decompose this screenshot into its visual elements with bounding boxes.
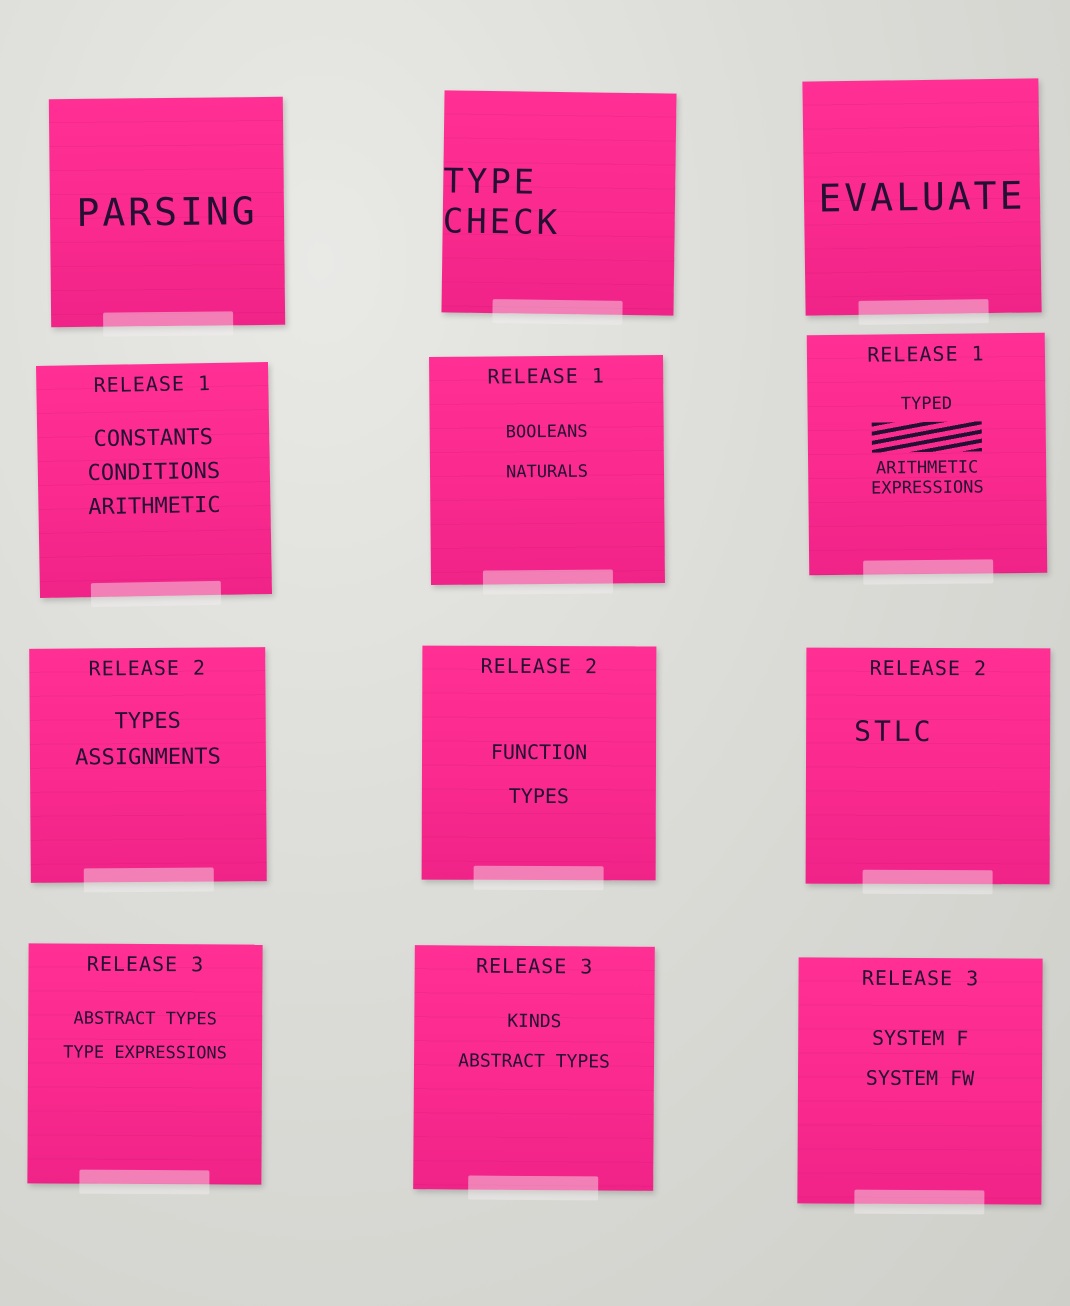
sticky-note-evaluate-release-2: RELEASE 2 STLC (805, 647, 1051, 895)
release-label: RELEASE 2 (88, 655, 207, 681)
list-item: ASSIGNMENTS (75, 744, 221, 771)
column-title: PARSING (76, 189, 258, 235)
sticky-note-parsing-release-3: RELEASE 3 ABSTRACT TYPES TYPE EXPRESSION… (27, 943, 263, 1195)
tape-strip (482, 569, 614, 595)
tape-strip (858, 299, 989, 325)
list-item: TYPES (114, 708, 181, 735)
list-item: TYPED (900, 393, 953, 415)
sticky-note-typecheck-release-2: RELEASE 2 FUNCTION TYPES (421, 645, 657, 891)
list-item: CONDITIONS (87, 458, 221, 487)
list-item: ARITHMETIC EXPRESSIONS (870, 457, 984, 499)
tape-strip (103, 311, 234, 337)
release-label: RELEASE 3 (475, 953, 594, 979)
sticky-note-parsing-release-2: RELEASE 2 TYPES ASSIGNMENTS (29, 647, 267, 893)
tape-strip (863, 559, 994, 585)
list-item: NATURALS (505, 461, 589, 483)
item-list: FUNCTION TYPES (422, 730, 656, 819)
item-list: KINDS ABSTRACT TYPES (414, 1001, 655, 1083)
list-item: SYSTEM F (871, 1025, 969, 1051)
sticky-note-evaluate-release-3: RELEASE 3 SYSTEM F SYSTEM FW (797, 957, 1043, 1215)
item-list: ABSTRACT TYPES TYPE EXPRESSIONS (28, 1001, 262, 1070)
list-item: ARITHMETIC (88, 492, 221, 521)
tape-strip (473, 865, 604, 891)
tape-strip (468, 1175, 599, 1201)
item-list: STLC (806, 712, 1050, 753)
release-label: RELEASE 2 (480, 653, 599, 679)
sticky-note-parsing-release-1: RELEASE 1 CONSTANTS CONDITIONS ARITHMETI… (35, 361, 273, 608)
item-list: SYSTEM F SYSTEM FW (798, 1017, 1042, 1098)
scribbled-out-word (871, 421, 982, 453)
release-label: RELEASE 2 (869, 655, 988, 681)
release-label: RELEASE 3 (86, 951, 205, 977)
list-item: ABSTRACT TYPES (458, 1050, 610, 1073)
list-item: TYPES (508, 783, 570, 809)
list-item: SYSTEM FW (865, 1065, 975, 1091)
tape-strip (90, 580, 222, 608)
release-label: RELEASE 1 (487, 363, 605, 389)
list-item: FUNCTION (490, 739, 588, 765)
column-title: TYPE CHECK (442, 161, 561, 244)
tape-strip (83, 867, 214, 893)
tape-strip (492, 299, 623, 325)
list-item: ABSTRACT TYPES (73, 1008, 217, 1030)
list-item: CONSTANTS (93, 424, 214, 453)
sticky-note-typecheck-title: TYPE CHECK (441, 90, 677, 325)
list-item: BOOLEANS (505, 421, 588, 443)
release-label: RELEASE 1 (867, 341, 985, 367)
list-item: KINDS (507, 1010, 562, 1033)
tape-strip (854, 1189, 985, 1215)
release-label: RELEASE 3 (861, 965, 980, 991)
list-item: TYPE EXPRESSIONS (63, 1042, 227, 1064)
tape-strip (79, 1169, 210, 1195)
item-list: TYPED ARITHMETIC EXPRESSIONS (807, 391, 1046, 499)
release-label: RELEASE 1 (93, 370, 212, 398)
sticky-note-parsing-title: PARSING (48, 96, 286, 337)
sticky-note-evaluate-release-1: RELEASE 1 TYPED ARITHMETIC EXPRESSIONS (806, 332, 1048, 585)
sticky-note-typecheck-release-3: RELEASE 3 KINDS ABSTRACT TYPES (413, 945, 655, 1201)
sticky-note-typecheck-release-1: RELEASE 1 BOOLEANS NATURALS (429, 354, 665, 595)
item-list: CONSTANTS CONDITIONS ARITHMETIC (37, 420, 271, 526)
item-list: BOOLEANS NATURALS (429, 411, 664, 493)
tape-strip (862, 869, 993, 895)
sticky-note-evaluate-title: EVALUATE (802, 78, 1042, 325)
list-item: STLC (854, 714, 934, 749)
item-list: TYPES ASSIGNMENTS (30, 703, 266, 777)
column-title: EVALUATE (818, 173, 1026, 221)
